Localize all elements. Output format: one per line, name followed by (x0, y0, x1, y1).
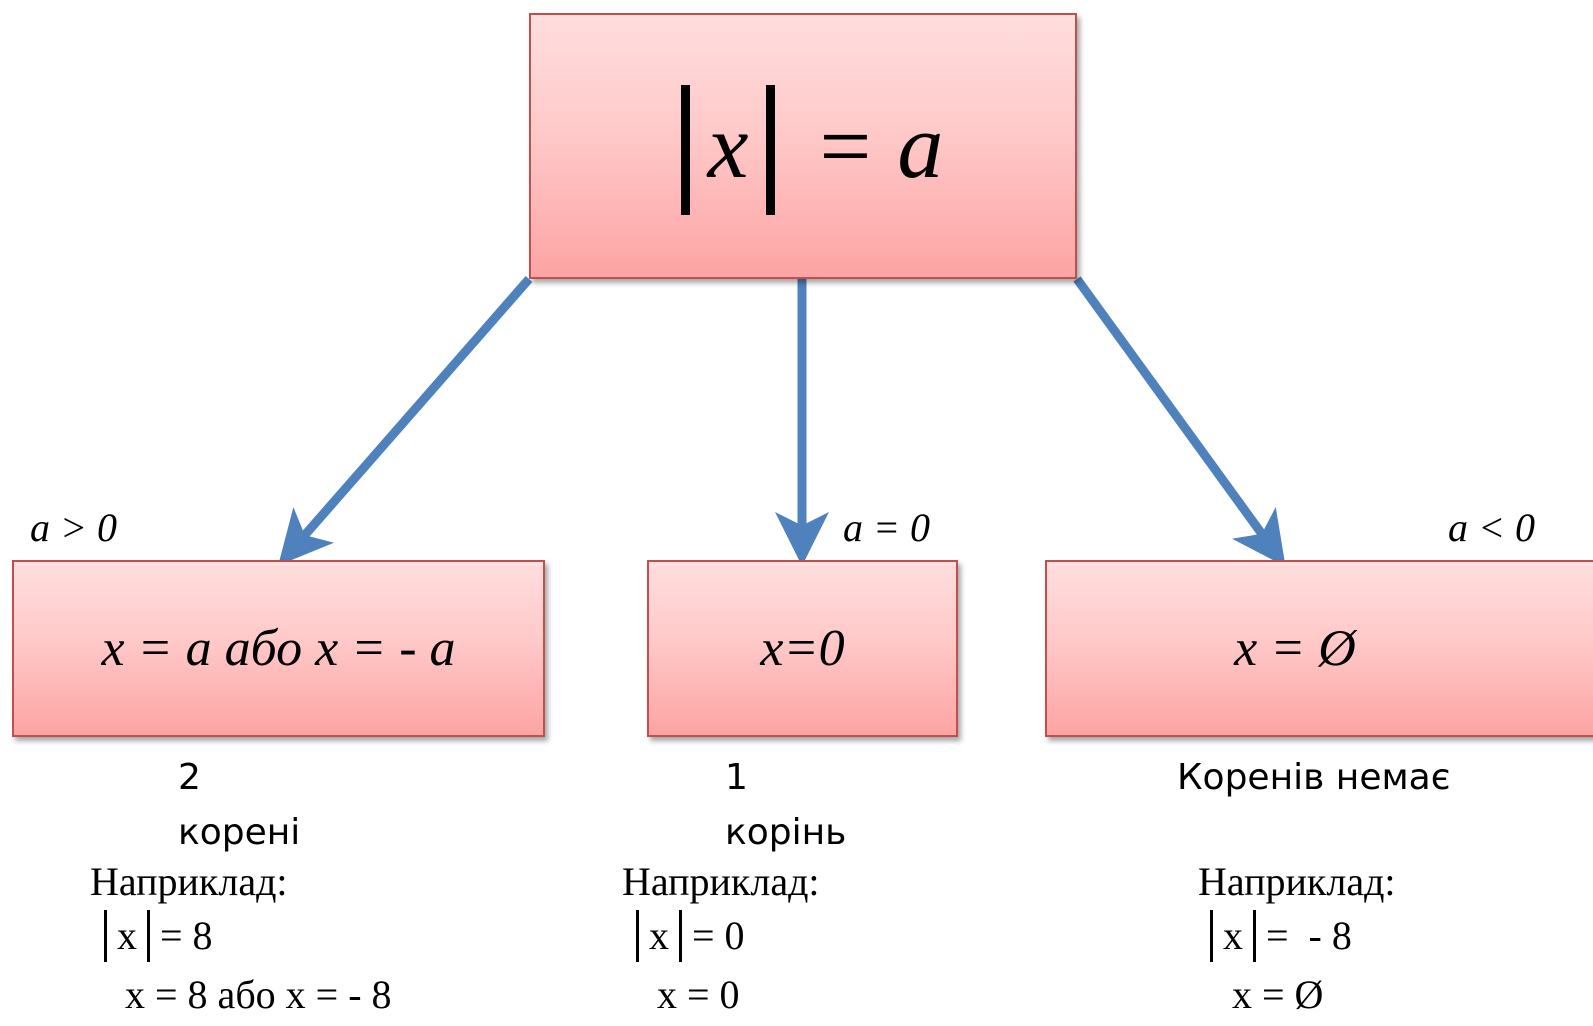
example-rhs-negative: = - 8 (1266, 913, 1352, 958)
main-equation-variable: x (707, 95, 749, 197)
main-equation: x = a (663, 81, 944, 215)
example-abs-bar-left (636, 910, 639, 962)
solution-zero: x=0 (760, 620, 845, 677)
root-count-positive-word: корені (178, 812, 301, 853)
example-variable-zero: x (649, 913, 669, 958)
example-abs-bar-right (1253, 910, 1256, 962)
root-count-positive-number: 2 (178, 757, 201, 798)
main-equation-box: x = a (529, 13, 1077, 279)
example-rhs-zero: = 0 (692, 913, 745, 958)
example-abs-bar-right (679, 910, 682, 962)
solution-box-positive: x = a або x = - a (12, 560, 545, 737)
abs-bar-left (680, 85, 690, 215)
root-count-zero-number: 1 (725, 757, 748, 798)
condition-zero: a = 0 (843, 505, 930, 550)
root-count-zero-word: корінь (725, 812, 847, 853)
condition-positive: a > 0 (30, 505, 117, 550)
example-equation-positive: x = 8 (94, 910, 213, 962)
solution-box-zero: x=0 (647, 560, 958, 737)
example-equation-zero: x = 0 (626, 910, 745, 962)
solution-box-negative: x = Ø (1045, 560, 1593, 737)
example-label-zero: Наприклад: (622, 859, 820, 904)
example-abs-bar-right (147, 910, 150, 962)
solution-positive: x = a або x = - a (101, 620, 456, 677)
root-count-negative: Коренів немає (1177, 757, 1451, 798)
arrow-right (1073, 276, 1286, 567)
main-equation-equals: = (819, 95, 872, 197)
example-result-positive: x = 8 або x = - 8 (125, 972, 392, 1017)
example-variable-negative: x (1223, 913, 1243, 958)
abs-bar-right (766, 85, 776, 215)
arrow-left (278, 276, 533, 566)
solution-negative: x = Ø (1234, 620, 1356, 677)
condition-negative: a < 0 (1448, 505, 1535, 550)
example-result-negative: x = Ø (1232, 972, 1324, 1017)
example-abs-bar-left (1210, 910, 1213, 962)
example-rhs-positive: = 8 (160, 913, 213, 958)
example-result-zero: x = 0 (657, 972, 740, 1017)
example-equation-negative: x = - 8 (1200, 910, 1352, 962)
main-equation-value: a (897, 95, 944, 197)
example-label-negative: Наприклад: (1198, 859, 1396, 904)
example-abs-bar-left (104, 910, 107, 962)
example-variable-positive: x (117, 913, 137, 958)
example-label-positive: Наприклад: (90, 859, 288, 904)
